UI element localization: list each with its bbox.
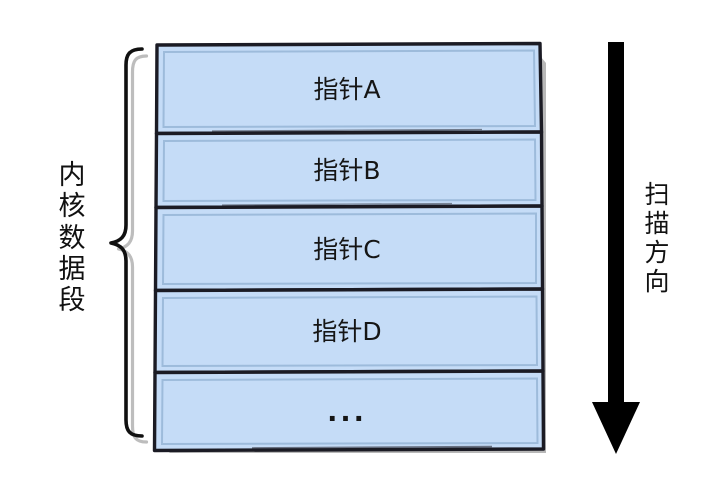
scan-label-char: 扫: [644, 180, 670, 209]
memory-row-shape-3: [153, 204, 545, 293]
scan-label-char: 描: [644, 209, 670, 238]
arrow-down-thick-icon: [592, 42, 640, 454]
kernel-data-segment-label: 内 核 数 据 段: [46, 160, 98, 317]
scan-direction-arrow: [586, 36, 646, 460]
kernel-label-char: 数: [58, 222, 86, 254]
memory-row-shape-2: [154, 130, 544, 210]
memory-block-stack: 指针A 指针B 指针C 指针D ...: [152, 41, 546, 453]
kernel-label-char: 核: [58, 191, 86, 223]
memory-stack-graphic: [152, 41, 546, 453]
memory-row-shape-5: [152, 369, 546, 453]
kernel-data-segment-brace: [98, 38, 154, 462]
scan-label-char: 向: [644, 267, 670, 296]
kernel-label-char: 内: [58, 160, 86, 191]
kernel-label-char: 据: [58, 253, 86, 285]
memory-row-shape-4: [153, 287, 545, 375]
memory-row-shape-1: [154, 41, 544, 136]
kernel-label-char: 段: [58, 285, 86, 317]
curly-brace-left-icon: [109, 47, 149, 444]
scan-label-char: 方: [644, 238, 670, 267]
scan-direction-label: 扫 描 方 向: [634, 180, 680, 296]
